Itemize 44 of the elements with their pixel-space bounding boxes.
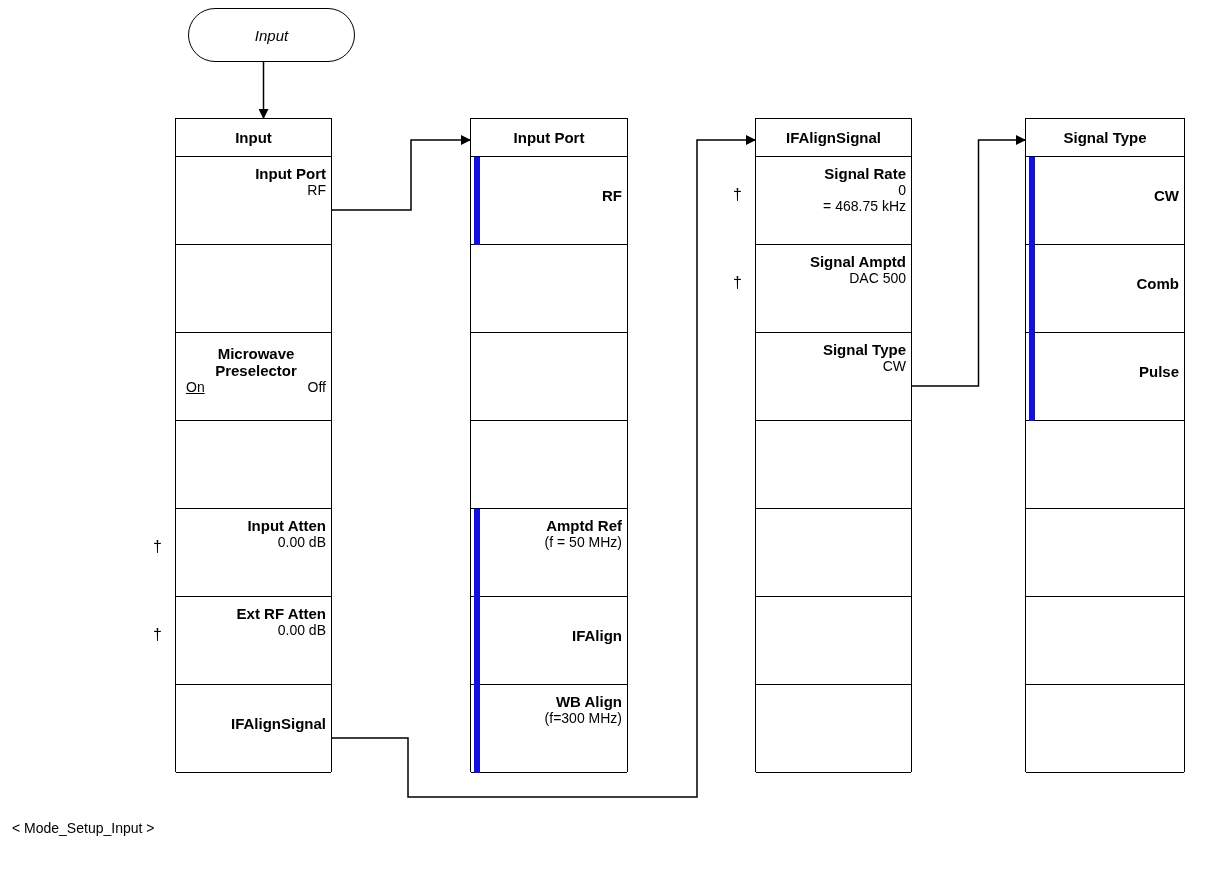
key-label: Comb: [1135, 275, 1179, 292]
menu-column: [470, 118, 628, 772]
key-label: Input Port: [254, 165, 326, 182]
key-label: CW: [1153, 187, 1179, 204]
key-value: = 468.75 kHz: [822, 198, 906, 214]
key-label: Signal Rate: [823, 165, 906, 182]
menu-column: [1025, 118, 1185, 772]
arrow: [911, 135, 1026, 387]
arrow: [331, 135, 756, 798]
terminator-shape: Input: [188, 8, 355, 62]
key-label: IFAlignSignal: [230, 715, 326, 732]
key-label: Microwave Preselector: [214, 345, 298, 379]
key-value: CW: [881, 358, 906, 374]
key-value: RF: [306, 182, 326, 198]
menu-column: [755, 118, 912, 772]
key-value: 0.00 dB: [276, 622, 326, 638]
key-label: Ext RF Atten: [235, 605, 326, 622]
menu-title: Input: [235, 129, 272, 146]
menu-title: IFAlignSignal: [786, 129, 881, 146]
key-label: WB Align: [554, 693, 622, 710]
arrow: [331, 135, 471, 211]
key-label: RF: [601, 187, 622, 204]
dagger-mark: †: [733, 186, 742, 204]
key-value: (f = 50 MHz): [543, 534, 622, 550]
key-label: Pulse: [1137, 363, 1179, 380]
key-label: IFAlign: [571, 627, 622, 644]
key-label: Signal Type: [821, 341, 906, 358]
key-value: 0: [897, 182, 906, 198]
key-label: Input Atten: [246, 517, 326, 534]
key-value: (f=300 MHz): [543, 710, 622, 726]
key-value: DAC 500: [848, 270, 906, 286]
menu-title: Input Port: [513, 129, 585, 146]
option-text: Off: [307, 379, 326, 395]
key-label: Amptd Ref: [545, 517, 622, 534]
arrow: [258, 61, 269, 119]
menu-title: Signal Type: [1063, 129, 1147, 146]
menu-column: [175, 118, 332, 772]
dagger-mark: †: [153, 538, 162, 556]
key-label: Signal Amptd: [808, 253, 906, 270]
dagger-mark: †: [733, 274, 742, 292]
dagger-mark: †: [153, 626, 162, 644]
key-value: 0.00 dB: [276, 534, 326, 550]
option-text: On: [186, 379, 205, 395]
figure-tag: < Mode_Setup_Input >: [12, 820, 155, 836]
